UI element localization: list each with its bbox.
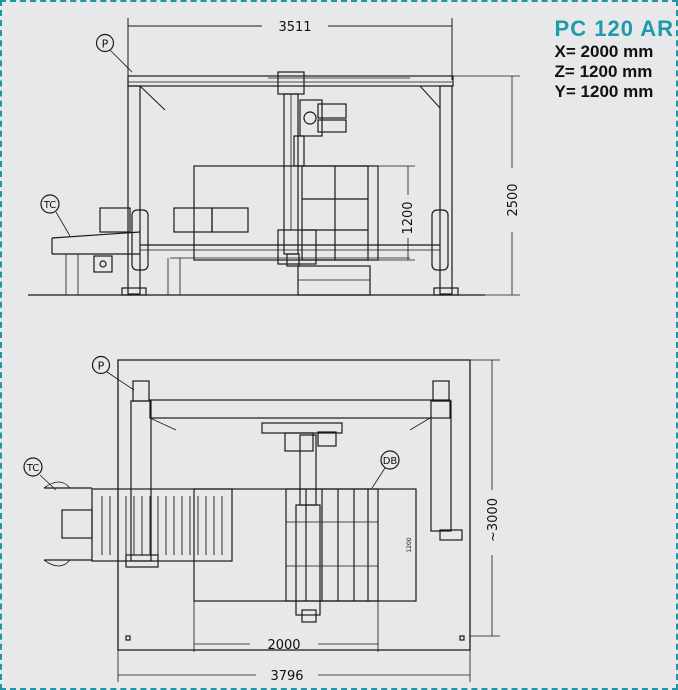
callout-tc-elevation: TC — [43, 200, 57, 211]
plan-depth-dimension: ~3000 — [486, 498, 501, 542]
callout-tc-plan: TC — [26, 463, 40, 474]
callout-db-plan: DB — [383, 456, 398, 467]
axis-z-spec: Z= 1200 mm — [554, 62, 653, 81]
axis-x-spec: X= 2000 mm — [554, 42, 654, 61]
elevation-width-dimension: 3511 — [278, 20, 311, 35]
plan-pallet-small-dimension: 1200 — [406, 537, 413, 552]
spec-panel: PC 120 AR X= 2000 mm Z= 1200 mm Y= 1200 … — [555, 16, 674, 102]
elevation-height-dimension: 2500 — [506, 183, 521, 216]
plan-overall-width-dimension: 3796 — [270, 669, 303, 684]
model-title: PC 120 AR — [554, 16, 674, 41]
callout-p-plan: P — [98, 360, 105, 373]
callout-p-elevation: P — [102, 38, 109, 51]
axis-y-spec: Y= 1200 mm — [554, 82, 654, 101]
elevation-view: 3511 — [28, 18, 521, 296]
plan-pallet-width-dimension: 2000 — [267, 638, 300, 653]
plan-view: 1200 ~3000 2000 — [23, 355, 501, 684]
elevation-stack-dimension: 1200 — [401, 201, 416, 234]
